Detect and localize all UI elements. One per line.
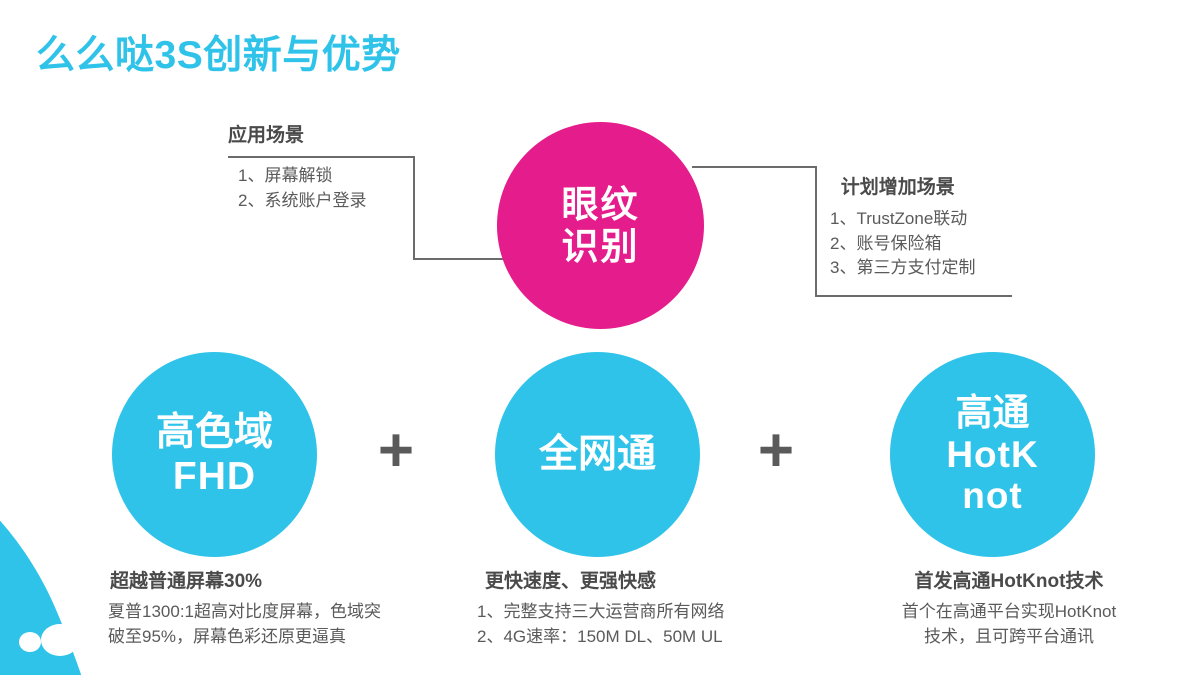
list-item: 2、系统账户登录 bbox=[238, 190, 367, 210]
caption-line: 首个在高通平台实现HotKnot bbox=[901, 602, 1117, 621]
caption-line: 夏普1300:1超高对比度屏幕，色域突 bbox=[108, 602, 381, 621]
caption-title: 首发高通HotKnot技术 bbox=[914, 571, 1104, 592]
caption-title: 超越普通屏幕30% bbox=[110, 571, 263, 592]
circle-label-line-2: HotK bbox=[946, 433, 1039, 475]
circle-label-line-1: 高色域 bbox=[155, 410, 273, 454]
circle-qualcomm-hotknot: 高通 HotK not bbox=[890, 352, 1095, 557]
caption-qualcomm-hotknot: 首发高通HotKnot技术 首个在高通平台实现HotKnot 技术，且可跨平台通… bbox=[889, 566, 1129, 649]
page-title: 么么哒3S创新与优势 bbox=[36, 34, 401, 77]
caption-title: 更快速度、更强快感 bbox=[485, 571, 657, 592]
circle-full-netcom: 全网通 bbox=[495, 352, 700, 557]
circle-label-line-2: FHD bbox=[172, 454, 257, 498]
list-item: 2、账号保险箱 bbox=[830, 233, 942, 253]
info-block-left-list: 1、屏幕解锁 2、系统账户登录 bbox=[228, 164, 366, 213]
brand-logo-icon bbox=[19, 624, 79, 656]
plus-operator-1: + bbox=[377, 416, 415, 485]
info-block-planned-scenarios: 计划增加场景 1、TrustZone联动 2、账号保险箱 3、第三方支付定制 bbox=[830, 172, 975, 281]
list-item: 1、屏幕解锁 bbox=[238, 166, 333, 185]
circle-label-line-3: not bbox=[962, 475, 1023, 517]
circle-label-line-1: 全网通 bbox=[538, 432, 656, 476]
info-block-right-list: 1、TrustZone联动 2、账号保险箱 3、第三方支付定制 bbox=[830, 207, 975, 281]
info-block-right-title: 计划增加场景 bbox=[840, 177, 955, 198]
caption-full-netcom: 更快速度、更强快感 1、完整支持三大运营商所有网络 2、4G速率：150M DL… bbox=[477, 566, 724, 649]
circle-high-color-gamut: 高色域 FHD bbox=[112, 352, 317, 557]
caption-line: 2、4G速率：150M DL、50M UL bbox=[477, 626, 723, 646]
circle-label-line-2: 识别 bbox=[561, 225, 640, 267]
info-block-usage-scenarios: 应用场景 1、屏幕解锁 2、系统账户登录 bbox=[228, 120, 366, 213]
list-item: 3、第三方支付定制 bbox=[830, 258, 976, 278]
info-block-left-title: 应用场景 bbox=[228, 125, 305, 146]
caption-high-color-gamut: 超越普通屏幕30% 夏普1300:1超高对比度屏幕，色域突 破至95%，屏幕色彩… bbox=[108, 566, 381, 649]
caption-line: 破至95%，屏幕色彩还原更逼真 bbox=[108, 626, 347, 646]
caption-line: 1、完整支持三大运营商所有网络 bbox=[477, 602, 725, 621]
circle-eye-print-recognition: 眼纹 识别 bbox=[497, 122, 704, 329]
list-item: 1、TrustZone联动 bbox=[830, 209, 968, 228]
circle-label-line-1: 高通 bbox=[955, 392, 1030, 434]
plus-operator-2: + bbox=[757, 416, 795, 485]
circle-label-line-1: 眼纹 bbox=[561, 184, 640, 226]
caption-line: 技术，且可跨平台通讯 bbox=[924, 626, 1094, 646]
